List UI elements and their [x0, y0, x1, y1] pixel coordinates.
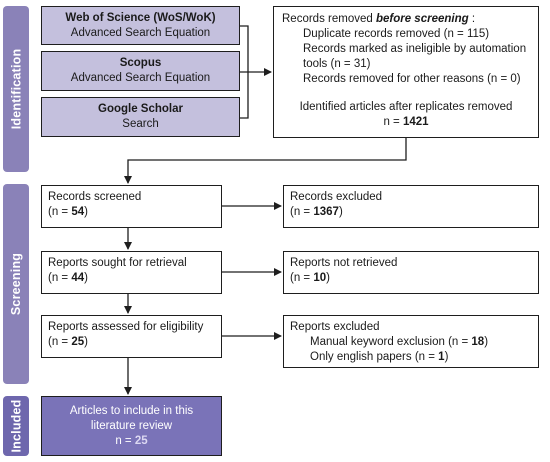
ineligible-records-line-1: Records marked as ineligible by automati… — [303, 43, 527, 55]
count-value: 25 — [71, 336, 85, 348]
identified-prefix: n = — [383, 116, 403, 128]
count-suffix: ) — [84, 206, 88, 218]
count-value: 54 — [71, 206, 85, 218]
records-removed-heading: Records removed before screening : — [282, 12, 530, 27]
database-wos-desc: Advanced Search Equation — [70, 26, 211, 39]
database-wos-box: Web of Science (WoS/WoK) Advanced Search… — [41, 6, 240, 45]
reports-assessed-box: Reports assessed for eligibility (n = 25… — [41, 315, 222, 358]
database-scopus-desc: Advanced Search Equation — [70, 72, 211, 84]
identified-articles-count: n = 1421 — [282, 115, 530, 130]
count-suffix: ) — [84, 272, 88, 284]
records-screened-label: Records screened — [48, 191, 142, 203]
records-screened-count: (n = 54) — [48, 205, 215, 220]
database-scopus-name: Scopus — [119, 57, 162, 69]
included-value: 25 — [134, 434, 148, 447]
reports-not-retrieved-count: (n = 10) — [290, 271, 532, 286]
count-prefix: (n = — [48, 206, 72, 218]
manual-keyword-exclusion-line: Manual keyword exclusion (n = 18) — [290, 335, 532, 350]
arrow-to-screened — [124, 138, 407, 184]
phase-screening-label: Screening — [9, 252, 23, 316]
heading-suffix: : — [468, 13, 476, 25]
database-scholar-box: Google Scholar Search — [41, 97, 240, 137]
count-value: 44 — [71, 272, 85, 284]
database-wos-name: Web of Science (WoS/WoK) — [65, 11, 216, 24]
count-value: 1367 — [313, 206, 339, 218]
reports-assessed-count: (n = 25) — [48, 335, 215, 350]
count-prefix: (n = — [48, 272, 72, 284]
records-removed-box: Records removed before screening : Dupli… — [273, 6, 539, 138]
reports-not-retrieved-box: Reports not retrieved (n = 10) — [283, 251, 539, 294]
identified-articles-label: Identified articles after replicates rem… — [299, 101, 513, 113]
count-prefix: (n = — [48, 336, 72, 348]
reason-prefix: Only english papers (n = — [310, 351, 439, 363]
reason-prefix: Manual keyword exclusion (n = — [310, 336, 472, 348]
count-prefix: (n = — [290, 206, 314, 218]
count-suffix: ) — [326, 272, 330, 284]
count-prefix: (n = — [290, 272, 314, 284]
included-line-1: Articles to include in this — [69, 404, 194, 417]
phase-included: Included — [3, 396, 29, 456]
records-excluded-label: Records excluded — [290, 191, 383, 203]
database-scholar-name: Google Scholar — [98, 103, 183, 115]
connector-scholar — [240, 72, 249, 119]
count-value: 10 — [313, 272, 327, 284]
reason-value: 1 — [438, 351, 445, 363]
included-line-2: literature review — [90, 419, 173, 432]
heading-prefix: Records removed — [282, 13, 376, 25]
reason-value: 18 — [471, 336, 485, 348]
reports-excluded-label: Reports excluded — [290, 321, 380, 333]
duplicate-records-line: Duplicate records removed (n = 115) — [303, 28, 490, 40]
database-scholar-desc: Search — [122, 118, 159, 130]
reports-sought-label: Reports sought for retrieval — [48, 257, 187, 269]
phase-screening: Screening — [3, 184, 29, 384]
connector-wos — [240, 25, 249, 72]
count-suffix: ) — [338, 206, 343, 218]
ineligible-records-line-2: tools (n = 31) — [303, 58, 371, 70]
database-scopus-box: Scopus Advanced Search Equation — [41, 51, 240, 91]
count-suffix: ) — [84, 336, 88, 348]
phase-included-label: Included — [9, 399, 23, 453]
records-excluded-box: Records excluded (n = 1367) — [283, 185, 539, 228]
included-count: n = 25 — [42, 434, 221, 449]
reports-excluded-box: Reports excluded Manual keyword exclusio… — [283, 315, 539, 368]
reports-not-retrieved-label: Reports not retrieved — [290, 257, 398, 269]
phase-identification-label: Identification — [9, 48, 24, 130]
reports-assessed-label: Reports assessed for eligibility — [48, 321, 204, 333]
reason-suffix: ) — [484, 336, 489, 348]
records-screened-box: Records screened (n = 54) — [41, 185, 222, 228]
reports-sought-count: (n = 44) — [48, 271, 215, 286]
other-reasons-line: Records removed for other reasons (n = 0… — [303, 73, 521, 85]
heading-emphasis: before screening — [375, 13, 469, 25]
included-articles-box: Articles to include in this literature r… — [41, 396, 222, 456]
english-only-line: Only english papers (n = 1) — [290, 350, 532, 365]
reports-sought-box: Reports sought for retrieval (n = 44) — [41, 251, 222, 294]
phase-identification: Identification — [3, 6, 29, 172]
records-excluded-count: (n = 1367) — [290, 205, 532, 220]
included-prefix: n = — [115, 434, 135, 447]
reason-suffix: ) — [444, 351, 449, 363]
identified-value: 1421 — [402, 116, 429, 128]
